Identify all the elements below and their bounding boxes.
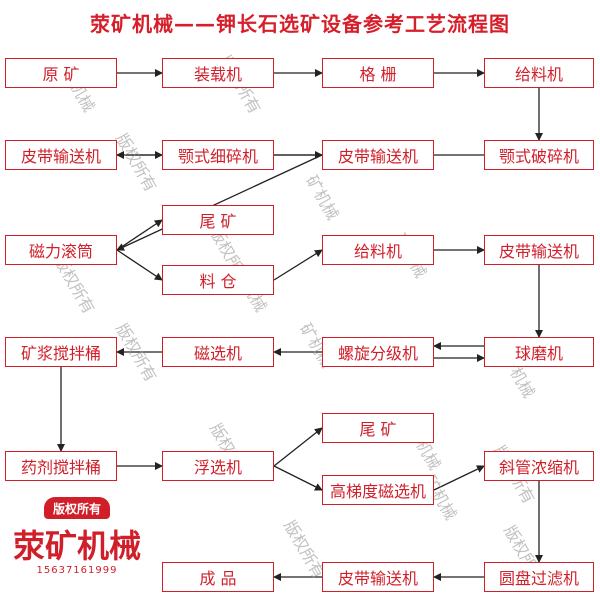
node-zhuangzaiji: 装载机 xyxy=(162,58,274,88)
node-weikuang2: 尾 矿 xyxy=(322,413,434,443)
node-geiliaoji2: 给料机 xyxy=(322,235,434,265)
diagram-title: 荥矿机械——钾长石选矿设备参考工艺流程图 xyxy=(90,12,510,36)
node-fuxuan: 浮选机 xyxy=(162,451,274,481)
node-gaotidu: 高梯度磁选机 xyxy=(322,475,434,505)
node-yuanpan: 圆盘过滤机 xyxy=(484,562,594,592)
node-epo: 颚式破碎机 xyxy=(484,140,594,170)
node-kuangjiang: 矿浆搅拌桶 xyxy=(5,337,117,367)
node-xieguan: 斜管浓缩机 xyxy=(484,451,594,481)
arrow-cili-to-liaocang xyxy=(116,249,163,281)
node-pidai4: 皮带输送机 xyxy=(322,562,434,592)
arrow-fuxuan-to-gaotidu xyxy=(273,465,323,491)
company-logo: 版权所有 荥矿机械 15637161999 xyxy=(2,497,152,597)
arrow-gaotidu-to-xieguan xyxy=(433,465,485,491)
arrow-pidai2-to-cili xyxy=(116,154,323,251)
node-qiumoji: 球磨机 xyxy=(484,337,594,367)
node-luoxuan: 螺旋分级机 xyxy=(322,337,434,367)
node-pidai3: 皮带输送机 xyxy=(484,235,594,265)
node-cixuan: 磁选机 xyxy=(162,337,274,367)
arrow-liaocang-to-geiliaoji2 xyxy=(273,249,323,281)
node-yaoji: 药剂搅拌桶 xyxy=(5,451,117,481)
node-gezha: 格 栅 xyxy=(322,58,434,88)
node-pidai2: 皮带输送机 xyxy=(322,140,434,170)
node-cili: 磁力滚筒 xyxy=(5,235,117,265)
node-yuankuang: 原 矿 xyxy=(5,58,117,88)
logo-phone: 15637161999 xyxy=(36,565,118,576)
arrow-cili-to-weikuang1 xyxy=(116,219,163,251)
node-liaocang: 料 仓 xyxy=(162,265,274,295)
logo-badge: 版权所有 xyxy=(44,497,110,519)
node-geiliaoji1: 给料机 xyxy=(484,58,594,88)
logo-company-name: 荥矿机械 xyxy=(12,527,141,565)
node-exi: 颚式细碎机 xyxy=(162,140,274,170)
node-weikuang1: 尾 矿 xyxy=(162,205,274,235)
arrow-fuxuan-to-weikuang2 xyxy=(273,427,323,467)
node-chengpin: 成 品 xyxy=(162,562,274,592)
node-pidai1: 皮带输送机 xyxy=(5,140,117,170)
